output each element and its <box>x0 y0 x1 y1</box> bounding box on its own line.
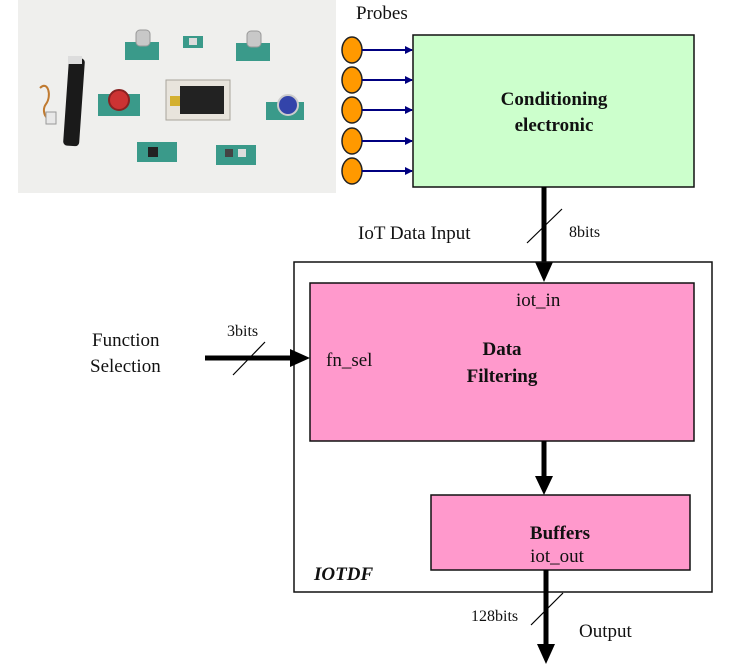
fn-sel-bus-arrowhead <box>290 349 310 367</box>
function-selection-line1: Function <box>92 330 160 351</box>
input-bus-arrowhead <box>535 262 553 282</box>
probe-oval-2 <box>341 66 363 94</box>
data-filtering-title-line1: Data <box>482 339 522 360</box>
conditioning-title-line2: electronic <box>515 115 594 136</box>
fn-sel-bus-slash <box>232 341 266 376</box>
port-fn-sel: fn_sel <box>326 350 372 371</box>
chip-board-2-icon <box>216 145 256 165</box>
iotdf-outer-box <box>293 261 713 593</box>
red-sensor-board-icon <box>98 89 140 116</box>
probe-ovals <box>341 36 363 185</box>
cap-sensor-board-icon <box>266 94 304 120</box>
conditioning-box <box>412 34 695 188</box>
data-filtering-box <box>309 282 695 442</box>
output-label: Output <box>579 621 633 642</box>
input-bits-label: 8bits <box>569 224 600 241</box>
iot-data-input-label: IoT Data Input <box>358 223 471 244</box>
buffers-box <box>430 494 691 571</box>
filter-to-buffer-arrowhead <box>535 476 553 495</box>
gas-sensor-board-1-icon <box>125 29 159 60</box>
mini-board-icon <box>183 36 203 48</box>
dust-sensor-icon <box>165 79 231 121</box>
output-bus-arrowhead <box>537 644 555 664</box>
port-iot-out: iot_out <box>530 546 585 567</box>
probe-oval-5 <box>341 157 363 185</box>
conditioning-title-line1: Conditioning <box>501 89 608 110</box>
port-iot-in: iot_in <box>516 290 561 311</box>
sensor-photo <box>18 0 336 193</box>
output-bits-label: 128bits <box>471 608 518 625</box>
input-bus-slash <box>526 208 563 244</box>
gas-sensor-board-2-icon <box>236 30 270 61</box>
function-selection-line2: Selection <box>90 356 161 377</box>
probe-oval-3 <box>341 96 363 124</box>
data-filtering-title-line2: Filtering <box>467 366 538 387</box>
output-bus-slash <box>530 592 564 626</box>
buffers-title: Buffers <box>530 523 590 544</box>
probe-oval-1 <box>341 36 363 64</box>
fn-bits-label: 3bits <box>227 323 258 340</box>
probe-arrows <box>362 46 413 175</box>
iotdf-label: IOTDF <box>313 564 373 585</box>
probe-oval-4 <box>341 127 363 155</box>
cylinder-probe-icon <box>39 56 85 147</box>
probes-label: Probes <box>356 3 408 24</box>
chip-board-1-icon <box>137 142 177 162</box>
